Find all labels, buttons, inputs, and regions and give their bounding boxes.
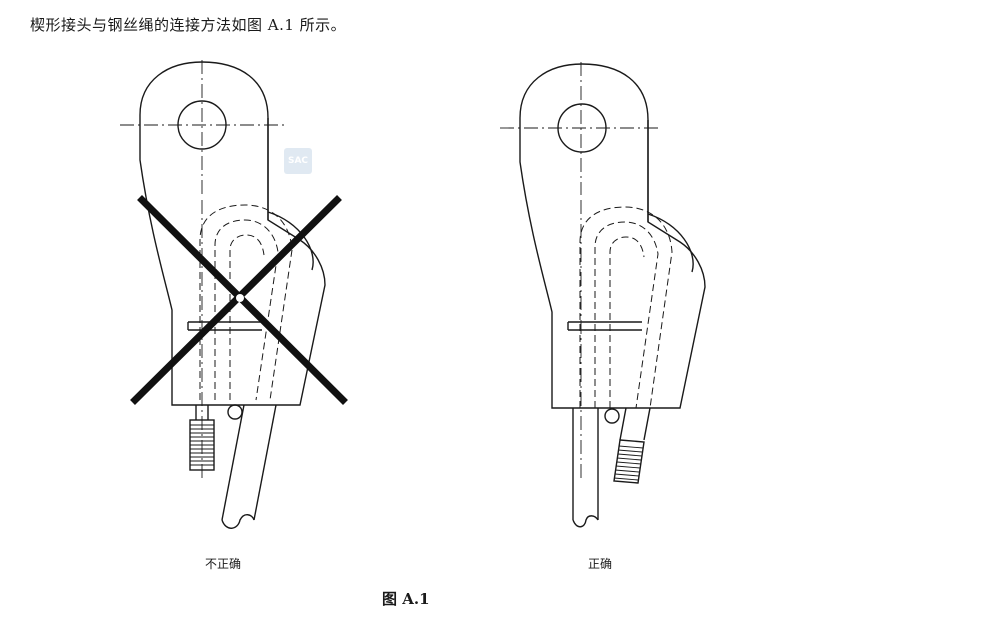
rope-loop-hidden (579, 206, 673, 409)
pin-hole (557, 103, 607, 153)
rope-live-end (221, 404, 277, 529)
centerlines (120, 60, 285, 480)
watermark-logo: SAC (284, 148, 312, 174)
intro-text: 楔形接头与钢丝绳的连接方法如图 A.1 所示。 (30, 16, 347, 34)
figure-title: 图 A.1 (382, 590, 430, 608)
centerlines (500, 62, 662, 480)
incorrect-caption: 不正确 (205, 557, 242, 571)
rope-live-end (572, 408, 620, 528)
correct-connection-drawing (500, 62, 706, 528)
pin-hole (177, 100, 227, 150)
socket-body (519, 63, 706, 409)
incorrect-connection-drawing (120, 60, 348, 529)
rope-dead-end (613, 407, 651, 484)
rope-loop-hidden (199, 204, 293, 401)
correct-caption: 正确 (588, 557, 613, 571)
rope-dead-end (189, 405, 215, 471)
